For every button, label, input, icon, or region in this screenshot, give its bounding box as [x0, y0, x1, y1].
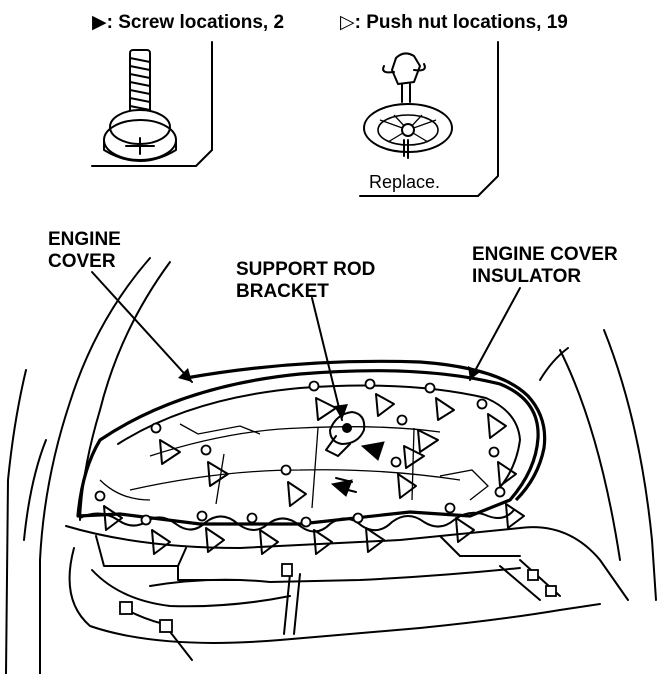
pushnut-symbol: ▷	[340, 12, 355, 33]
label-support-line2: BRACKET	[236, 281, 329, 302]
screw-icon	[103, 49, 177, 162]
push-nut-marker	[94, 490, 123, 531]
push-nut-marker	[403, 445, 425, 469]
hatch-framework	[65, 525, 629, 661]
screw-legend: ▶: Screw locations, 2	[92, 12, 284, 34]
label-support-rod-bracket: SUPPORT ROD BRACKET	[236, 259, 375, 303]
push-nut-marker	[364, 378, 395, 417]
pushnut-legend-text: : Push nut locations, 19	[354, 12, 568, 33]
label-insulator-line2: INSULATOR	[472, 266, 582, 287]
screw-location-markers	[330, 441, 385, 497]
screw-legend-text: : Screw locations, 2	[106, 12, 285, 33]
push-nut-marker	[308, 380, 337, 421]
vehicle-body-outline	[5, 257, 657, 674]
leader-lines	[91, 271, 521, 421]
push-nut-marker	[396, 414, 439, 453]
label-engine-cover-line2: COVER	[48, 251, 116, 272]
push-nut-marker	[246, 512, 279, 555]
push-nut-marker	[200, 444, 229, 487]
push-nut-marker	[488, 446, 517, 487]
push-nut-marker	[196, 510, 225, 553]
push-nut-marker	[150, 422, 181, 465]
label-insulator-line1: ENGINE COVER	[472, 244, 618, 265]
support-rod-bracket	[325, 411, 366, 457]
push-nut-marker	[280, 464, 307, 507]
push-nut-marker	[352, 512, 385, 553]
replace-note: Replace.	[369, 172, 441, 192]
engine-cover-insulator	[185, 359, 547, 502]
push-nut-marker	[390, 456, 417, 499]
push-nut-marker	[444, 502, 475, 543]
push-nut-markers	[94, 378, 525, 555]
label-engine-cover: ENGINE COVER	[48, 229, 121, 273]
push-nut-marker	[424, 382, 455, 421]
push-nut-icon	[363, 52, 453, 159]
push-nut-marker	[300, 516, 333, 555]
leader-arrowheads	[178, 366, 480, 420]
label-support-line1: SUPPORT ROD	[236, 259, 376, 280]
label-engine-cover-insulator: ENGINE COVER INSULATOR	[472, 244, 618, 288]
engine-cover-panel	[76, 369, 540, 533]
label-engine-cover-line1: ENGINE	[48, 229, 121, 250]
pushnut-legend: ▷: Push nut locations, 19	[340, 12, 568, 34]
push-nut-marker	[140, 514, 171, 555]
legend-frames	[91, 41, 499, 197]
push-nut-marker	[494, 486, 525, 529]
screw-symbol: ▶	[92, 12, 107, 33]
push-nut-marker	[476, 398, 507, 439]
